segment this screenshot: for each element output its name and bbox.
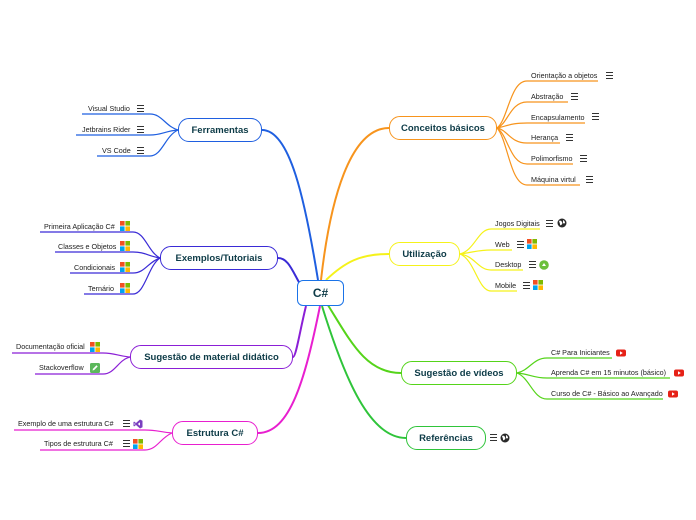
notes-menu-icon[interactable] [123,440,130,447]
notes-menu-icon[interactable] [592,113,599,120]
android-icon[interactable] [539,260,549,270]
notes-menu-icon[interactable] [586,176,593,183]
windows-icon[interactable] [120,241,130,251]
connector-referencias [321,305,407,439]
windows-icon[interactable] [133,439,143,449]
connector-estrutura [257,305,321,434]
leaf-orientacao-objetos[interactable]: Orientação a objetos [531,71,598,80]
windows-icon[interactable] [527,239,537,249]
leaf-heranca[interactable]: Herança [531,133,559,142]
node-sugestao-material[interactable]: Sugestão de material didático [130,345,293,369]
leaf-video-15-minutos[interactable]: Aprenda C# em 15 minutos (básico) [551,368,667,377]
leaf-exemplo-estrutura[interactable]: Exemplo de uma estrutura C# [18,419,114,428]
leaf-vs-code[interactable]: VS Code [102,146,131,155]
notes-menu-icon[interactable] [137,147,144,154]
node-sugestao-videos[interactable]: Sugestão de vídeos [401,361,517,385]
connector-videos [325,301,402,374]
visual-studio-icon[interactable] [133,419,143,429]
windows-icon[interactable] [120,221,130,231]
connector-conceitos [320,127,390,281]
notes-menu-icon[interactable] [546,220,553,227]
node-conceitos-basicos[interactable]: Conceitos básicos [389,116,497,140]
notes-menu-icon[interactable] [606,72,613,79]
conceitos-leaf-lines [496,80,598,186]
leaf-condicionais[interactable]: Condicionais [74,263,116,272]
node-ferramentas[interactable]: Ferramentas [178,118,262,142]
leaf-ternario[interactable]: Ternário [88,284,114,293]
leaf-tipos-estrutura[interactable]: Tipos de estrutura C# [44,439,113,448]
leaf-primeira-aplicacao[interactable]: Primeira Aplicação C# [44,222,115,231]
node-utilizacao[interactable]: Utilização [389,242,460,266]
exemplos-leaf-lines [40,231,161,295]
conceitos-label: Conceitos básicos [401,122,485,134]
videos-leaf-lines [516,357,670,400]
windows-icon[interactable] [120,262,130,272]
notes-menu-icon[interactable] [571,93,578,100]
windows-icon[interactable] [120,283,130,293]
estrutura-leaf-lines [14,429,173,451]
ferramentas-leaf-lines [76,113,179,157]
leaf-documentacao-oficial[interactable]: Documentação oficial [16,342,85,351]
notes-menu-icon[interactable] [137,126,144,133]
leaf-encapsulamento[interactable]: Encapsulamento [531,113,585,122]
leaf-video-iniciantes[interactable]: C# Para Iniciantes [551,348,610,357]
globe-icon[interactable] [557,218,567,228]
leaf-polimorfismo[interactable]: Polimorfismo [531,154,573,163]
youtube-icon[interactable] [616,348,626,358]
notes-menu-icon[interactable] [580,155,587,162]
connector-ferramentas [261,129,319,281]
videos-label: Sugestão de vídeos [414,367,504,379]
connector-exemplos [277,257,301,285]
notes-menu-icon[interactable] [123,420,130,427]
referencias-label: Referências [419,432,473,444]
root-label: C# [312,286,329,300]
exemplos-label: Exemplos/Tutoriais [175,252,263,264]
node-exemplos-tutoriais[interactable]: Exemplos/Tutoriais [160,246,278,270]
notes-menu-icon[interactable] [566,134,573,141]
notes-menu-icon[interactable] [137,105,144,112]
leaf-stackoverflow[interactable]: Stackoverflow [39,363,84,372]
edit-link-icon[interactable] [90,363,100,373]
material-label: Sugestão de material didático [144,351,279,363]
leaf-web[interactable]: Web [495,240,510,249]
notes-menu-icon[interactable] [490,434,497,441]
leaf-abstracao[interactable]: Abstração [531,92,564,101]
node-referencias[interactable]: Referências [406,426,486,450]
utilizacao-leaf-lines [459,228,540,292]
connector-utilizacao [325,253,390,281]
leaf-maquina-virtual[interactable]: Máquina virtul [531,175,576,184]
globe-icon[interactable] [500,433,510,443]
material-leaf-lines [12,352,131,375]
youtube-icon[interactable] [674,368,684,378]
utilizacao-label: Utilização [402,248,447,260]
estrutura-label: Estrutura C# [186,427,244,439]
windows-icon[interactable] [533,280,543,290]
youtube-icon[interactable] [668,389,678,399]
leaf-jetbrains-rider[interactable]: Jetbrains Rider [82,125,131,134]
leaf-video-curso[interactable]: Curso de C# - Básico ao Avançado [551,389,663,398]
root-node[interactable]: C# [297,280,344,306]
node-estrutura[interactable]: Estrutura C# [172,421,258,445]
leaf-classes-objetos[interactable]: Classes e Objetos [58,242,117,251]
leaf-mobile[interactable]: Mobile [495,281,517,290]
notes-menu-icon[interactable] [523,282,530,289]
windows-icon[interactable] [90,342,100,352]
notes-menu-icon[interactable] [517,241,524,248]
leaf-jogos-digitais[interactable]: Jogos Digitais [495,219,540,228]
connector-material [292,305,307,358]
notes-menu-icon[interactable] [529,261,536,268]
leaf-visual-studio[interactable]: Visual Studio [88,104,130,113]
ferramentas-label: Ferramentas [191,124,249,136]
leaf-desktop[interactable]: Desktop [495,260,522,269]
